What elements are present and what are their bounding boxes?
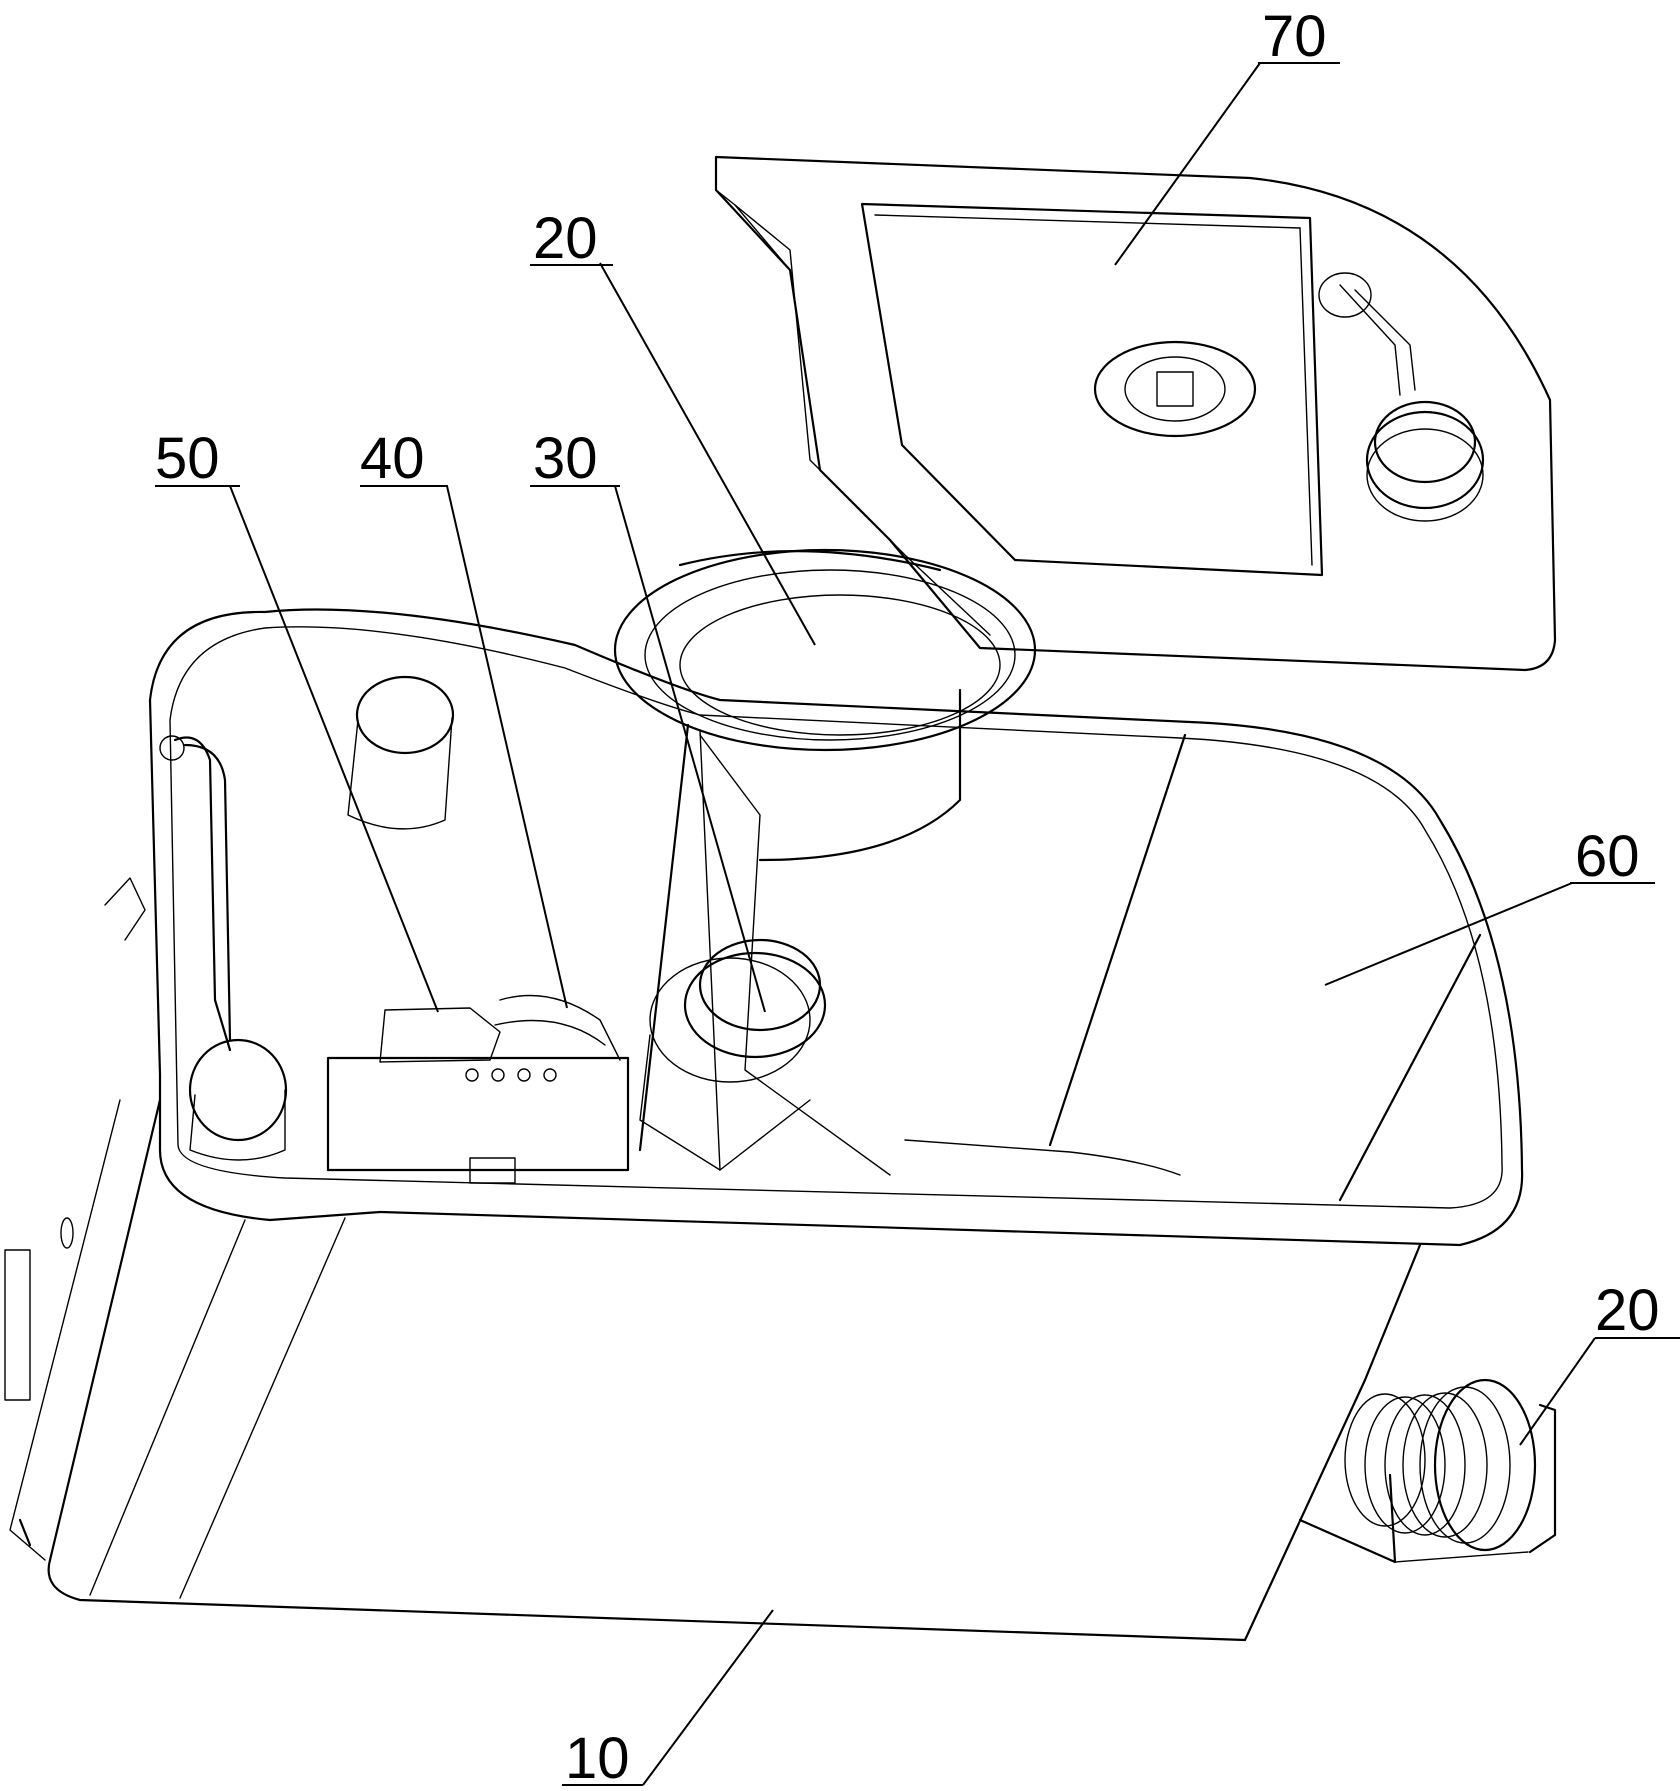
lid-component (714, 155, 1557, 672)
leader-10 (642, 1609, 774, 1786)
pump-assembly (104, 675, 630, 1184)
label-40: 40 (360, 426, 425, 491)
leader-50 (229, 485, 439, 1013)
leader-20-right (1519, 1337, 1596, 1446)
label-20-right: 20 (1595, 1278, 1660, 1343)
tank-body (4, 608, 1524, 1642)
label-70: 70 (1262, 4, 1327, 69)
leader-70 (1114, 62, 1261, 266)
cylinder-component (613, 548, 1037, 862)
outlet-fitting (1298, 1378, 1557, 1564)
leader-lines (155, 62, 1680, 1786)
label-30: 30 (533, 426, 598, 491)
leader-40 (446, 485, 568, 1009)
label-60: 60 (1575, 824, 1640, 889)
label-20-top: 20 (533, 206, 598, 271)
leader-60 (1324, 882, 1573, 986)
leader-30 (614, 485, 766, 1013)
label-50: 50 (155, 426, 220, 491)
leader-20-top (599, 262, 816, 646)
label-10: 10 (565, 1726, 630, 1791)
float-cap (639, 938, 827, 1171)
